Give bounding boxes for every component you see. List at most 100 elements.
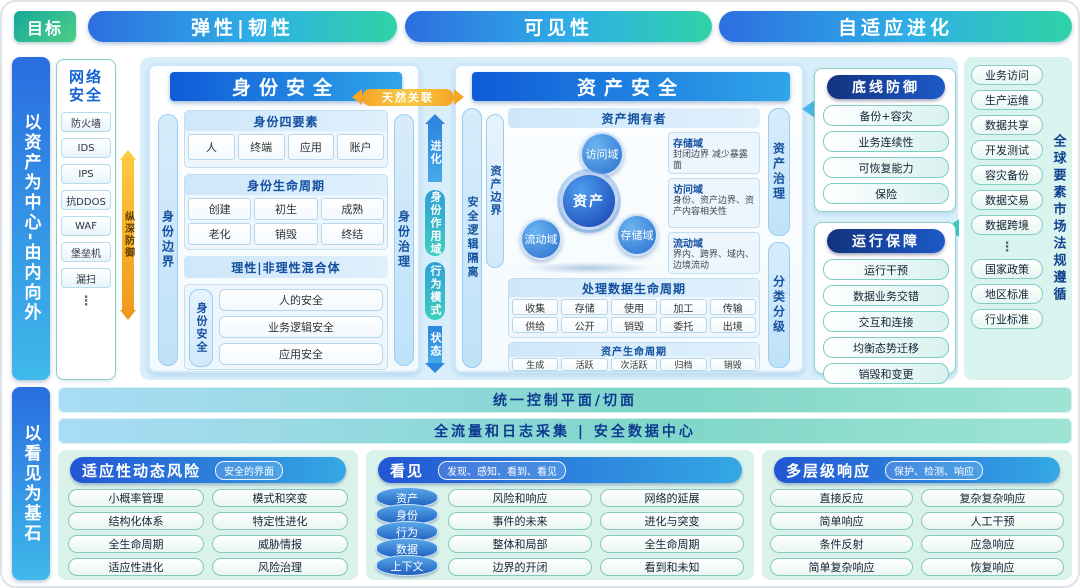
connector-state-text: 状态: [429, 331, 442, 358]
identity-security-application: 应用安全: [219, 343, 383, 365]
arrow-up-icon: [425, 114, 445, 124]
arrow-down-icon: [120, 310, 136, 320]
data-lc-entrust: 委托: [660, 317, 707, 333]
operation-item-intervention: 运行干预: [823, 259, 949, 280]
unified-control-plane-bar: 统一控制平面/切面: [58, 387, 1072, 413]
arrow-down-icon: [425, 363, 445, 373]
identity-lifecycle-destroy: 销毁: [254, 223, 318, 245]
natural-link-pill: 天然关联: [362, 88, 454, 106]
identity-lifecycle-create: 创建: [188, 198, 252, 220]
multilevel-response-panel: 多层级响应 保护、检测、响应 直接反应 复杂复杂响应 简单响应 人工干预 条件反…: [762, 450, 1072, 580]
identity-element-application: 应用: [287, 134, 335, 160]
rail-visibility-foundation-text: 以看见为基石: [20, 423, 41, 544]
identity-element-account: 账户: [337, 134, 384, 160]
circle-shadow: [524, 262, 654, 274]
network-security-title-line2: 安全: [68, 86, 103, 104]
banner-visibility: 可见性: [405, 11, 712, 42]
see-item-boundary-openclose: 边界的开闭: [448, 558, 592, 576]
identity-lifecycle-mature: 成熟: [320, 198, 384, 220]
storage-domain-note-title: 存储域: [673, 139, 703, 150]
banner-visibility-text: 可见性: [523, 17, 593, 39]
unified-control-plane-text: 统一控制平面/切面: [492, 393, 638, 409]
data-lc-export: 出境: [709, 317, 756, 333]
response-title: 多层级响应: [786, 461, 872, 480]
depth-defense-arrow: 纵深防御: [120, 150, 136, 320]
identity-lifecycle-newborn: 初生: [254, 198, 318, 220]
classification-grading-rail: 分类分级: [768, 242, 790, 368]
adaptive-risk-title: 适应性动态风险: [82, 461, 202, 480]
risk-item-full-lifecycle: 全生命周期: [68, 535, 204, 553]
identity-lifecycle-box: 身份生命周期 创建 初生 成熟 老化 销毁 终结: [184, 174, 388, 250]
cylinder-context: 上下文: [376, 555, 438, 576]
asset-lifecycle-title: 资产生命周期: [509, 343, 759, 358]
access-domain-note-title: 访问域: [673, 185, 703, 196]
scenario-data-crossborder: 数据跨境: [971, 215, 1043, 235]
storage-domain-circle: 存储域: [616, 214, 658, 256]
data-lifecycle-title: 处理数据生命周期: [509, 279, 759, 297]
identity-four-elements-box: 身份四要素 人 终端 应用 账户: [184, 110, 388, 168]
data-lc-use: 使用: [610, 299, 658, 315]
scenario-production-ops: 生产运维: [971, 90, 1043, 110]
see-badge: 发现、感知、看到、看见: [438, 460, 567, 480]
scenario-dev-test: 开发测试: [971, 140, 1043, 160]
identity-hybrid-bar: 理性|非理性混合体: [184, 256, 388, 278]
identity-four-elements-title: 身份四要素: [185, 111, 387, 131]
connector-identity-scope: 身份作用域: [425, 190, 445, 256]
baseline-item-insurance: 保险: [823, 183, 949, 204]
scenario-data-sharing: 数据共享: [971, 115, 1043, 135]
asset-owner-header: 资产拥有者: [508, 108, 760, 128]
network-tool-firewall: 防火墙: [61, 112, 111, 132]
depth-defense-arrow-text: 纵深防御: [122, 211, 134, 259]
see-panel: 看见 发现、感知、看到、看见 资产 身份 行为 数据 上下文 风险和响应 网络的…: [366, 450, 754, 580]
baseline-defense-header: 底线防御: [827, 75, 945, 99]
baseline-item-business-continuity: 业务连续性: [823, 131, 949, 152]
network-tool-ids: IDS: [61, 138, 111, 158]
network-security-title-line1: 网络: [68, 68, 103, 86]
regulation-industry-standard: 行业标准: [971, 309, 1043, 329]
see-item-evolution-mutation: 进化与突变: [600, 512, 744, 530]
see-item-risk-response: 风险和响应: [448, 489, 592, 507]
arrow-left-icon: [352, 89, 362, 105]
baseline-item-recoverability: 可恢复能力: [823, 157, 949, 178]
ellipsis-icon: ⋮: [79, 294, 93, 309]
adaptive-risk-panel: 适应性动态风险 安全的界面 小概率管理 模式和突变 结构化体系 特定性进化 全生…: [58, 450, 358, 580]
operation-item-interaction: 交互和连接: [823, 311, 949, 332]
data-lifecycle-box: 处理数据生命周期 收集 存储 使用 加工 传输 供给 公开 销毁 委托 出境: [508, 278, 760, 338]
data-lc-collect: 收集: [512, 299, 559, 315]
natural-link-connector: 天然关联: [352, 88, 464, 106]
scenario-dr-backup: 容灾备份: [971, 165, 1043, 185]
rail-asset-centric-text: 以资产为中心-由内向外: [20, 113, 41, 324]
ellipsis-icon: ⋮: [1000, 240, 1014, 255]
risk-item-specific-evolution: 特定性进化: [212, 512, 348, 530]
connector-evolution-up-arrow: 进化: [425, 114, 445, 182]
scenario-business-access: 业务访问: [971, 65, 1043, 85]
data-lc-publish: 公开: [561, 317, 608, 333]
risk-item-threat-intel: 威胁情报: [212, 535, 348, 553]
asset-circle: 资产: [560, 172, 618, 230]
response-item-recovery: 恢复响应: [921, 558, 1064, 576]
regulation-national-policy: 国家政策: [971, 259, 1043, 279]
response-item-reflex: 条件反射: [770, 535, 913, 553]
arrow-left-icon: [802, 100, 815, 118]
connector-state-down-arrow: 状态: [425, 326, 445, 373]
asset-lc-active: 活跃: [561, 358, 608, 371]
asset-lc-destroy: 销毁: [709, 358, 756, 371]
security-logical-isolation-rail: 安全逻辑隔离: [462, 108, 482, 368]
operation-support-header: 运行保障: [827, 229, 945, 253]
asset-boundary-rail: 资产边界: [486, 114, 504, 268]
response-item-complex: 复杂复杂响应: [921, 489, 1064, 507]
operation-item-balance-migration: 均衡态势迁移: [823, 337, 949, 358]
rail-asset-centric: 以资产为中心-由内向外: [12, 57, 50, 380]
asset-lc-subactive: 次活跃: [610, 358, 658, 371]
data-lc-destroy: 销毁: [610, 317, 658, 333]
response-item-manual: 人工干预: [921, 512, 1064, 530]
rail-visibility-foundation: 以看见为基石: [12, 387, 50, 580]
asset-governance-rail: 资产治理: [768, 108, 790, 236]
see-item-whole-part: 整体和局部: [448, 535, 592, 553]
access-domain-note-text: 身份、资产边界、资产内容相关性: [673, 196, 755, 218]
operation-support-panel: 运行保障 运行干预 数据业务交错 交互和连接 均衡态势迁移 销毁和变更: [814, 222, 956, 384]
operation-item-destroy-change: 销毁和变更: [823, 363, 949, 384]
connector-evolution-text: 进化: [429, 140, 442, 166]
compliance-vertical-label: 全球要素市场法规遵循: [1050, 133, 1066, 304]
